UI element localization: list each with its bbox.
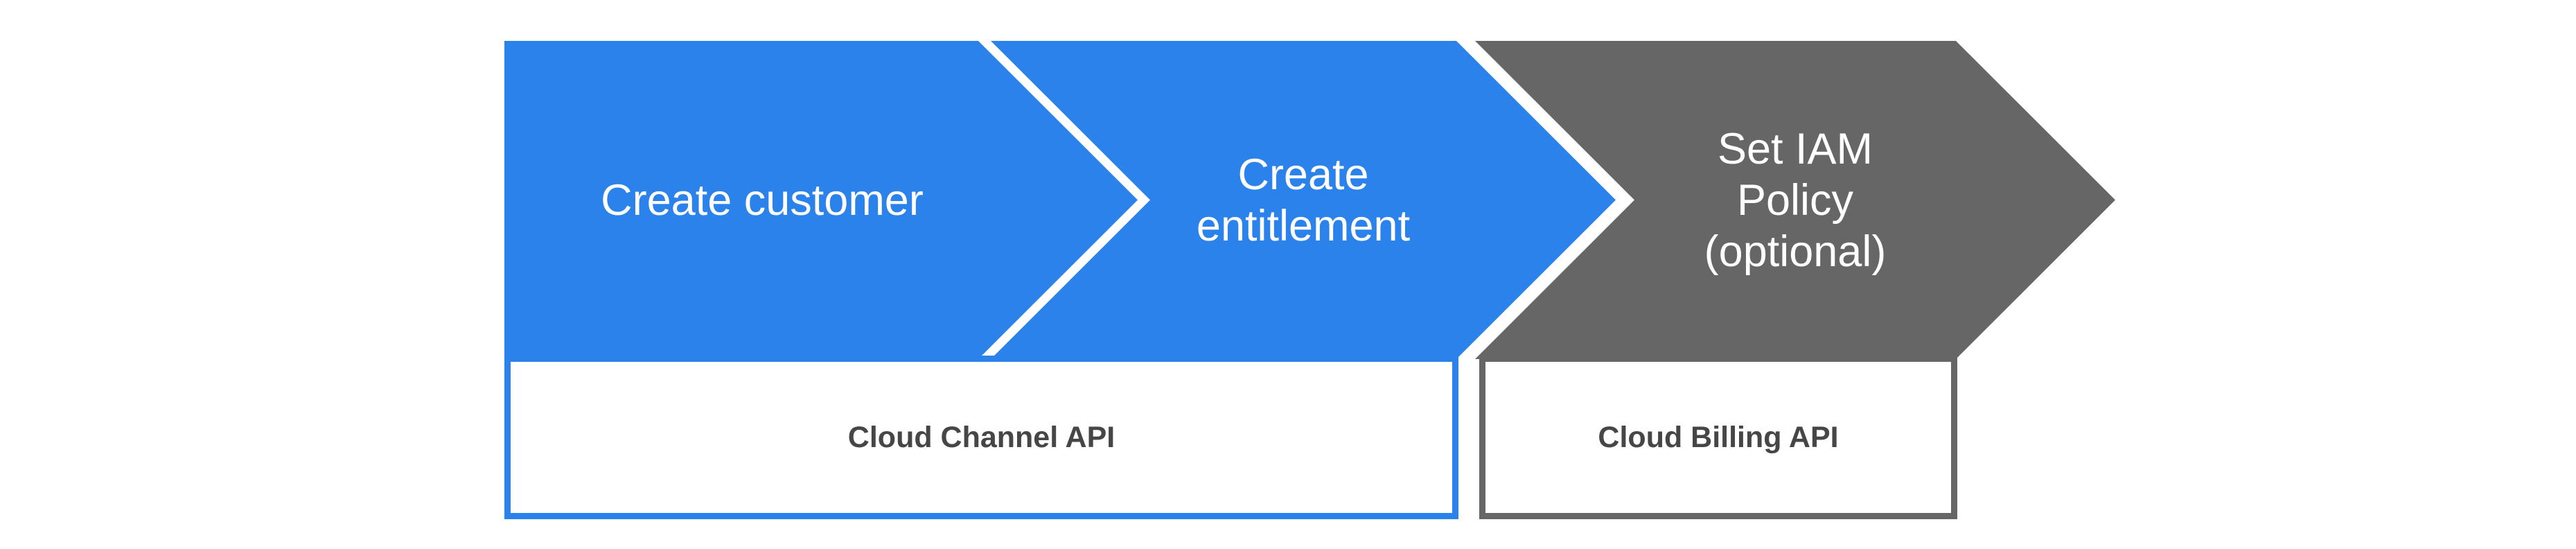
api-box-cloud-channel: Cloud Channel API: [504, 356, 1458, 519]
step-label-create-customer: Create customer: [525, 41, 999, 359]
api-box-label: Cloud Billing API: [1598, 420, 1839, 454]
step-label-line: Create: [1237, 150, 1369, 199]
step-label-line: Create customer: [601, 175, 924, 225]
api-box-label: Cloud Channel API: [847, 420, 1115, 454]
step-label-line: (optional): [1704, 227, 1887, 276]
step-label-create-entitlement: Create entitlement: [1150, 41, 1456, 359]
step-label-line: Policy: [1736, 175, 1854, 225]
step-label-set-iam-policy: Set IAM Policy (optional): [1634, 41, 1956, 359]
step-label-line: entitlement: [1196, 201, 1411, 250]
step-label-line: Set IAM: [1717, 124, 1873, 173]
api-box-cloud-billing: Cloud Billing API: [1479, 356, 1957, 519]
